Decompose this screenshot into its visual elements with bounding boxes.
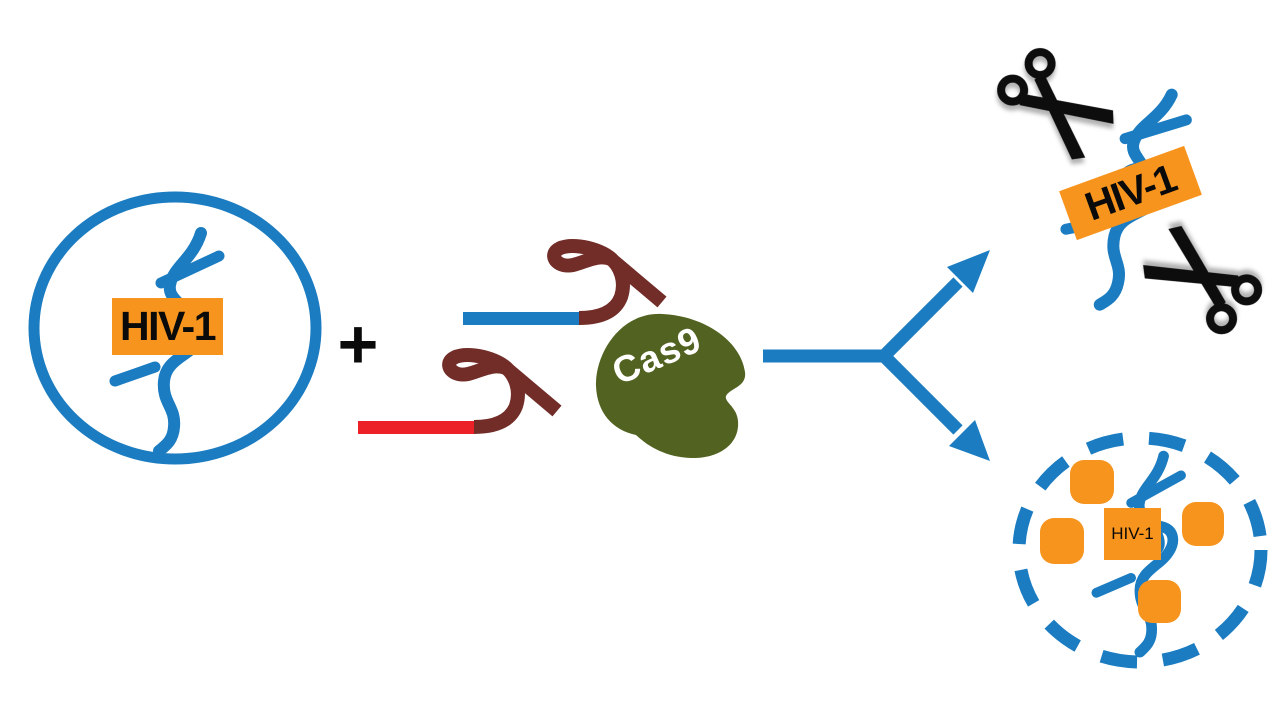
grna-blue-group [463,246,662,325]
dashed-membrane-circle [1012,431,1268,669]
degraded-hiv1-label: HIV-1 [1104,508,1161,560]
arrowhead-up-icon [947,250,990,293]
arrow-branch-down [879,351,963,435]
arrow-branch-up [879,277,963,361]
grna-blue-spacer-bar [463,312,579,325]
grna-red-spacer-bar [358,421,474,434]
capsid-fragment [1182,502,1224,546]
plus-sign: + [337,305,379,383]
arrowhead-down-icon [949,420,990,461]
grna-red-group [358,355,557,434]
capsid-fragment [1070,460,1114,504]
scissors-bottom-icon [1137,221,1265,337]
scissors-top-icon [994,45,1120,165]
provirus-hiv1-label: HIV-1 [112,298,223,355]
grna-scaffold-icon [449,355,557,427]
branch-arrow [763,250,990,461]
cas9-protein-blob [595,313,746,459]
capsid-fragment [1040,518,1084,564]
provirus-cell-group [28,191,322,465]
destroyed-virus-group [1012,431,1268,669]
capsid-fragment [1138,580,1181,623]
cell-circle [28,191,322,465]
grna-scaffold-icon [554,246,662,318]
